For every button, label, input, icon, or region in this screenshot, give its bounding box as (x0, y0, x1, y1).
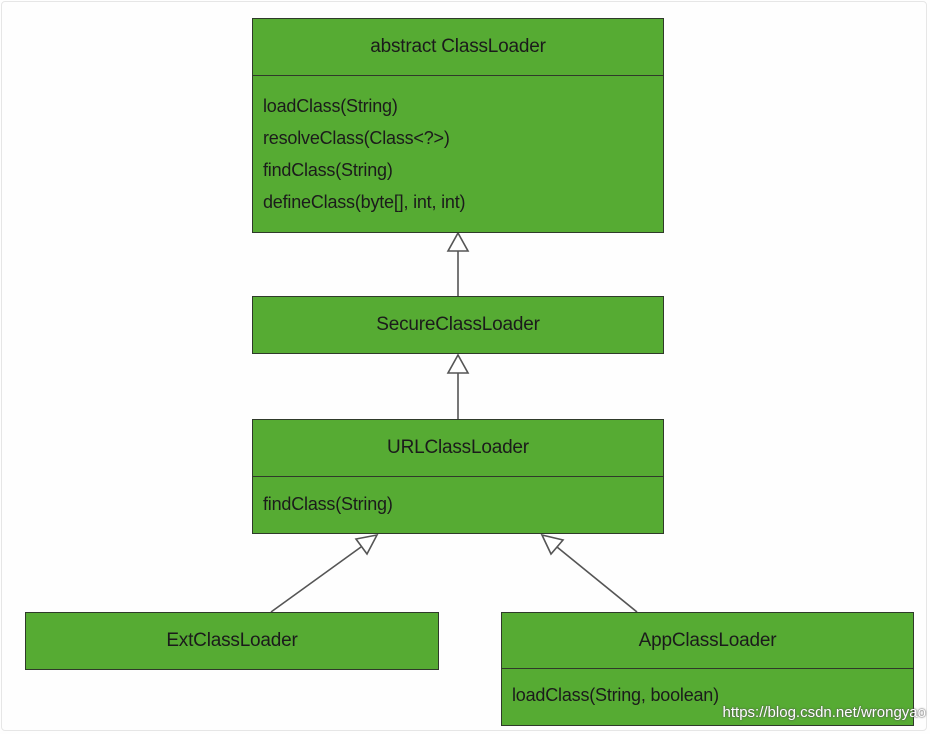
method-define-class: defineClass(byte[], int, int) (263, 192, 466, 212)
method-list-app: loadClass(String, boolean) (502, 668, 913, 724)
class-name-ext: ExtClassLoader (166, 629, 298, 651)
method-find-class: findClass(String) (263, 160, 393, 180)
method-find-class: findClass(String) (263, 494, 393, 514)
class-name-secure: SecureClassLoader (376, 313, 540, 335)
method-load-class: loadClass(String) (263, 96, 398, 116)
arrow-secure-to-classloader (446, 231, 470, 296)
arrow-head (446, 231, 470, 252)
arrow-app-to-url (540, 533, 638, 613)
method-resolve-class: resolveClass(Class<?>) (263, 128, 450, 148)
arrow-line (556, 546, 638, 613)
arrow-head (540, 533, 565, 556)
arrow-line (270, 546, 362, 613)
class-name-app: AppClassLoader (638, 629, 777, 651)
class-box-app: AppClassLoader loadClass(String, boolean… (501, 612, 914, 726)
class-box-secure: SecureClassLoader (252, 296, 664, 354)
watermark-text: https://blog.csdn.net/wrongyao (722, 704, 926, 721)
arrow-head (446, 353, 470, 374)
class-box-ext: ExtClassLoader (25, 612, 439, 670)
arrow-ext-to-url (270, 533, 379, 613)
method-load-class: loadClass(String, boolean) (512, 685, 719, 705)
class-box-classloader: abstract ClassLoader loadClass(String) r… (252, 18, 664, 233)
method-list-url: findClass(String) (253, 476, 663, 532)
arrow-url-to-secure (446, 353, 470, 419)
class-name-url: URLClassLoader (387, 437, 529, 458)
arrow-head (354, 533, 379, 556)
class-box-url: URLClassLoader findClass(String) (252, 419, 664, 534)
class-name-classloader: abstract ClassLoader (370, 36, 546, 57)
method-list-classloader: loadClass(String) resolveClass(Class<?>)… (253, 75, 663, 232)
